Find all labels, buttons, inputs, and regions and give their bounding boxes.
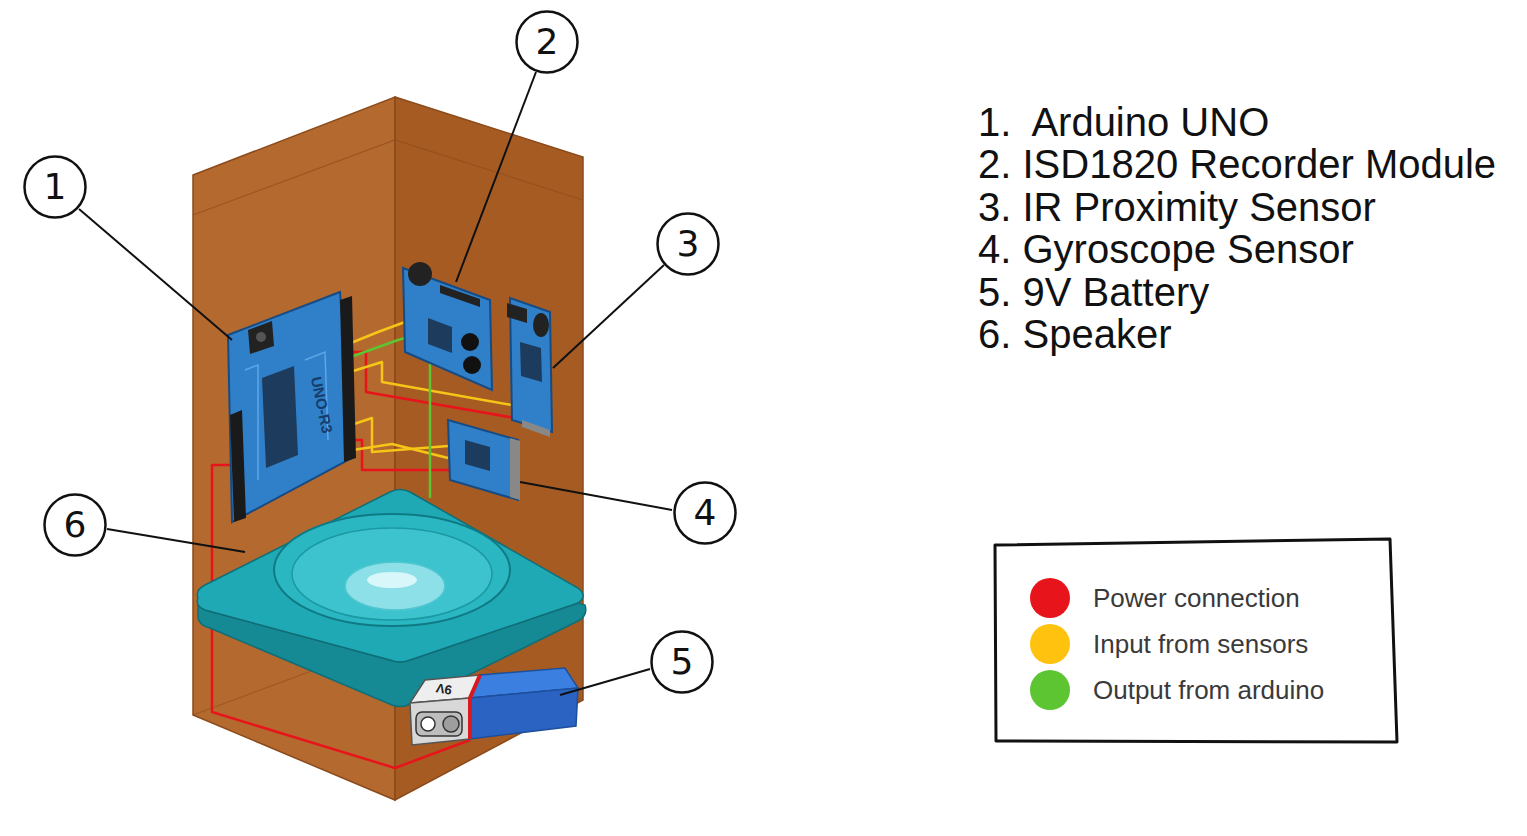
speaker bbox=[197, 490, 586, 707]
callout-circle-outline bbox=[658, 214, 719, 275]
callout-circle: 1 bbox=[23, 155, 87, 219]
legend-swatch bbox=[1030, 670, 1070, 710]
chip bbox=[465, 440, 490, 471]
leader-line bbox=[456, 72, 536, 282]
chip bbox=[520, 342, 542, 382]
chip bbox=[262, 366, 298, 468]
callout-circle-outline bbox=[25, 157, 86, 218]
speaker-dome bbox=[345, 562, 445, 610]
callout-number: 4 bbox=[694, 495, 717, 531]
leader-line bbox=[520, 482, 672, 510]
header bbox=[340, 296, 356, 462]
power-wire bbox=[352, 440, 450, 470]
parts-list-item: 6. Speaker bbox=[978, 314, 1171, 354]
battery bbox=[410, 668, 578, 745]
trace bbox=[245, 365, 258, 480]
callout-number: 2 bbox=[536, 24, 559, 60]
legend-row: Input from sensors bbox=[1030, 621, 1324, 667]
callout-circle-outline bbox=[45, 495, 106, 556]
callout-circle-outline bbox=[675, 483, 736, 544]
microphone bbox=[408, 262, 432, 286]
callout-circle-outline bbox=[517, 12, 578, 73]
legend-text: Output from arduino bbox=[1093, 677, 1324, 703]
box-lid-line bbox=[193, 140, 583, 215]
speaker-highlight bbox=[367, 572, 417, 588]
callout-circle: 5 bbox=[650, 630, 714, 694]
callout-number: 6 bbox=[64, 507, 87, 543]
terminal-plate bbox=[416, 712, 462, 736]
recorder-module bbox=[403, 262, 492, 390]
board bbox=[448, 420, 518, 500]
callout-circle-outline bbox=[652, 632, 713, 693]
ir-sensor bbox=[507, 298, 552, 437]
leader-line bbox=[79, 209, 232, 340]
legend-swatch bbox=[1030, 578, 1070, 618]
parts-list-item: 5. 9V Battery bbox=[978, 272, 1209, 312]
parts-list-item: 1. Arduino UNO bbox=[978, 102, 1269, 142]
header bbox=[230, 410, 246, 522]
board bbox=[228, 292, 352, 522]
legend-text: Power connection bbox=[1093, 585, 1300, 611]
leader-line bbox=[560, 669, 650, 695]
capacitor bbox=[463, 356, 481, 374]
terminal bbox=[421, 717, 435, 731]
callout-number: 3 bbox=[677, 226, 700, 262]
pins bbox=[510, 438, 520, 500]
arduino-board bbox=[228, 292, 356, 522]
capacitor bbox=[461, 333, 479, 351]
callout-circle: 2 bbox=[515, 10, 579, 74]
legend-frame bbox=[995, 539, 1397, 742]
ir-receiver bbox=[533, 313, 549, 337]
callout-circle: 4 bbox=[673, 481, 737, 545]
header bbox=[440, 285, 480, 307]
legend: Power connectionInput from sensorsOutput… bbox=[1030, 575, 1324, 713]
callout-circle: 6 bbox=[43, 493, 107, 557]
battery-marking: 9V bbox=[435, 681, 453, 697]
output-wire bbox=[348, 338, 405, 358]
battery-front-end bbox=[410, 698, 470, 745]
output-wire bbox=[429, 362, 432, 498]
wires bbox=[212, 322, 515, 768]
jack-hole bbox=[256, 332, 266, 342]
leader-lines bbox=[79, 72, 672, 695]
leader-line bbox=[107, 529, 245, 552]
legend-row: Power connection bbox=[1030, 575, 1324, 621]
parts-list-item: 2. ISD1820 Recorder Module bbox=[978, 144, 1496, 184]
board bbox=[403, 268, 492, 390]
chip bbox=[428, 318, 452, 353]
sensor-wire bbox=[353, 444, 448, 458]
parts-list-item: 3. IR Proximity Sensor bbox=[978, 187, 1376, 227]
power-jack bbox=[248, 321, 274, 354]
legend-swatch bbox=[1030, 624, 1070, 664]
legend-row: Output from arduino bbox=[1030, 667, 1324, 713]
speaker-rim bbox=[274, 514, 510, 626]
parts-list-item: 4. Gyroscope Sensor bbox=[978, 229, 1354, 269]
ir-emitter bbox=[507, 303, 527, 323]
gyroscope-sensor bbox=[448, 420, 520, 500]
terminal bbox=[443, 716, 459, 732]
speaker-top bbox=[197, 490, 583, 663]
leader-line bbox=[553, 265, 664, 368]
callout-number: 1 bbox=[44, 169, 67, 205]
battery-front-body bbox=[470, 688, 578, 739]
legend-text: Input from sensors bbox=[1093, 631, 1308, 657]
pins bbox=[522, 420, 550, 437]
callout-number: 5 bbox=[671, 644, 694, 680]
speaker-cone bbox=[292, 528, 492, 620]
callout-circle: 3 bbox=[656, 212, 720, 276]
battery-stripe bbox=[470, 675, 480, 739]
